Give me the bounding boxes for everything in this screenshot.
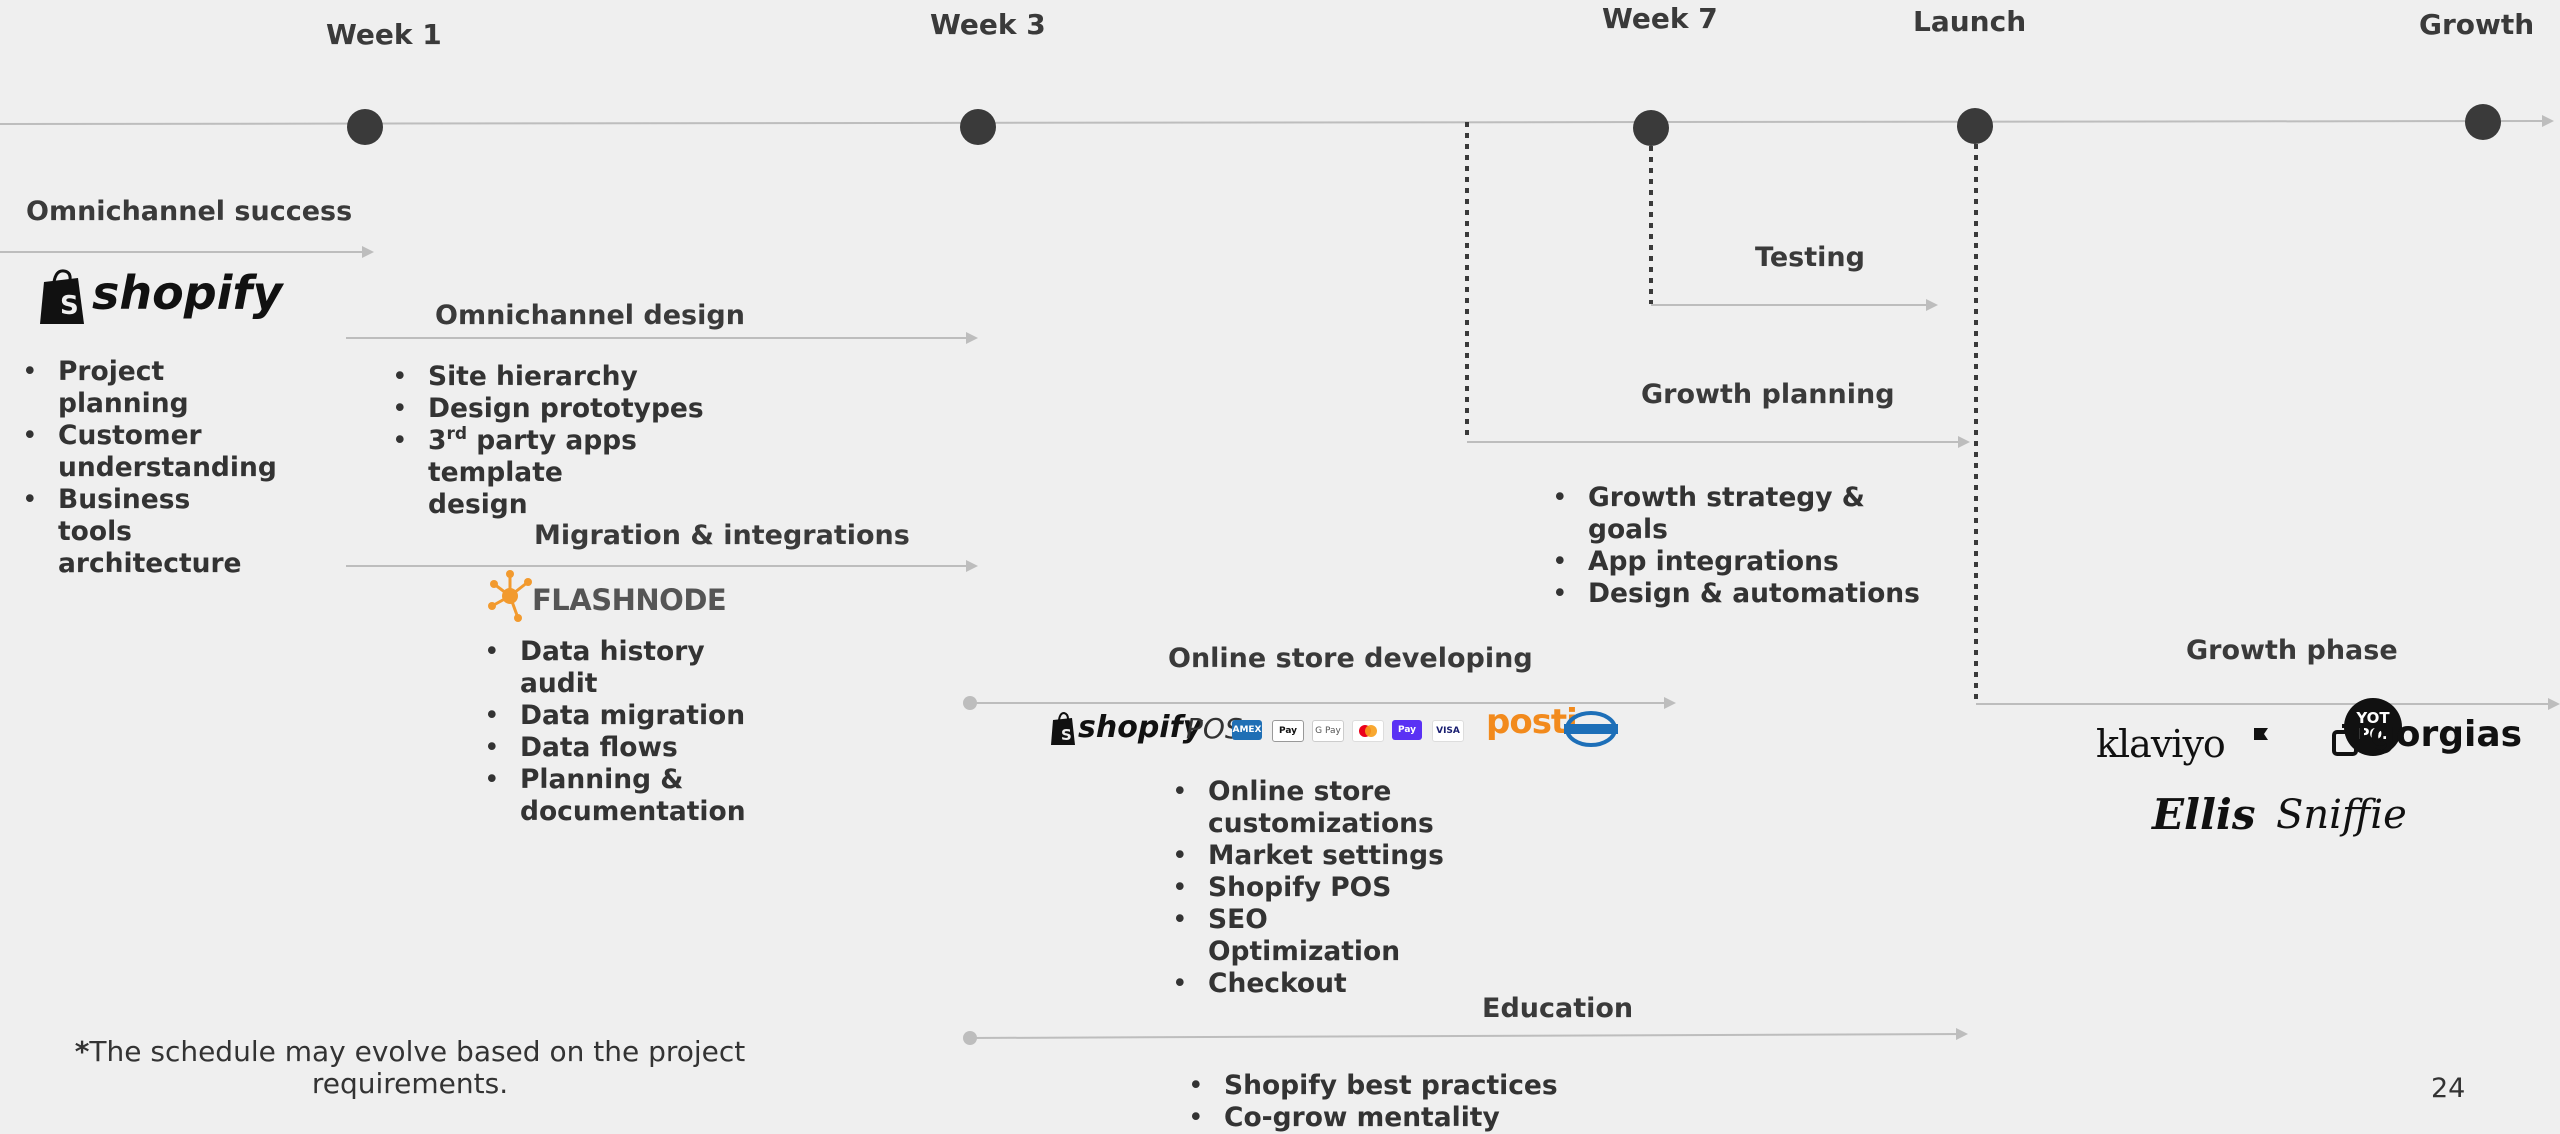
list-item-ordinal-suffix: rd [446, 424, 468, 445]
growth-brand-logos: klaviyo YOT PO. gorgias [2096, 698, 2522, 864]
list-item: Online store customizations [1172, 776, 1438, 840]
shopify-logo: S shopify [38, 266, 282, 328]
online-store-logos: S shopify POS AMEX Pay G Pay Pay VISA po… [1050, 702, 1630, 754]
amex-icon: AMEX [1232, 720, 1262, 740]
section-title-education: Education [1482, 993, 1634, 1024]
list-item: Project planning [22, 356, 292, 420]
list-item-rest: party apps template design [428, 425, 637, 520]
milestone-growth: Growth [2419, 8, 2535, 41]
page-number: 24 [2431, 1073, 2466, 1104]
ellis-logo: Ellis [2152, 790, 2256, 839]
list-migration: Data history audit Data migration Data f… [484, 636, 784, 828]
sniffie-logo: Sniffie [2276, 792, 2407, 838]
list-omnichannel-success: Project planning Customer understanding … [22, 356, 292, 580]
section-title-omnichannel-success: Omnichannel success [26, 196, 353, 227]
matkahuolto-logo-icon [1564, 711, 1618, 747]
mastercard-icon [1352, 720, 1384, 742]
section-title-growth-phase: Growth phase [2186, 635, 2398, 666]
shopify-bag-icon: S [40, 269, 84, 324]
milestone-week3: Week 3 [930, 8, 1046, 41]
section-title-testing: Testing [1755, 242, 1865, 273]
list-item-ordinal: 3 [428, 425, 447, 456]
node-week7 [1633, 110, 1669, 146]
section-title-online-store: Online store developing [1168, 643, 1533, 674]
list-item: Site hierarchy [392, 361, 712, 393]
list-item: Growth strategy & goals [1552, 482, 1952, 546]
flashnode-wordmark: FLASHNODE [532, 583, 727, 617]
google-pay-icon: G Pay [1312, 720, 1344, 742]
list-item: Shopify POS [1172, 872, 1452, 904]
gorgias-logo-icon [2332, 724, 2364, 756]
schedule-note: *The schedule may evolve based on the pr… [70, 1036, 750, 1100]
list-item: Planning & documentation [484, 764, 746, 828]
milestone-week7: Week 7 [1602, 2, 1718, 35]
list-item: Business tools architecture [22, 484, 268, 580]
list-item: Checkout [1172, 968, 1452, 1000]
svg-text:S: S [1061, 726, 1072, 744]
section-title-migration: Migration & integrations [534, 520, 910, 551]
node-week1 [347, 109, 383, 145]
list-item: Design & automations [1552, 578, 1952, 610]
section-title-omnichannel-design: Omnichannel design [435, 300, 745, 331]
list-item: SEO Optimization [1172, 904, 1452, 968]
node-launch [1957, 108, 1993, 144]
apple-pay-icon: Pay [1272, 720, 1304, 742]
list-item: Data history audit [484, 636, 784, 700]
list-item: 3rd party apps template design [392, 425, 668, 521]
list-growth-planning: Growth strategy & goals App integrations… [1552, 482, 1952, 610]
list-item: Data flows [484, 732, 784, 764]
list-item: Data migration [484, 700, 784, 732]
posti-logo: posti [1486, 702, 1578, 742]
schedule-note-text: The schedule may evolve based on the pro… [89, 1035, 746, 1100]
shopify-wordmark: shopify [92, 266, 283, 320]
list-item: Market settings [1172, 840, 1452, 872]
milestone-launch: Launch [1913, 5, 2027, 38]
flashnode-spark-icon [488, 570, 532, 622]
list-item: App integrations [1552, 546, 1952, 578]
gorgias-logo: gorgias [2370, 714, 2523, 755]
schedule-note-asterisk: * [74, 1035, 90, 1068]
klaviyo-flag-icon [2254, 728, 2268, 740]
mastercard-circles [1359, 725, 1377, 737]
shopify-pos-bag-icon: S [1051, 712, 1075, 745]
list-education: Shopify best practices Co-grow mentality [1188, 1070, 1568, 1134]
section-title-growth-planning: Growth planning [1641, 379, 1895, 410]
visa-icon: VISA [1432, 720, 1464, 742]
svg-text:S: S [60, 291, 79, 321]
list-item: Design prototypes [392, 393, 712, 425]
list-omnichannel-design: Site hierarchy Design prototypes 3rd par… [392, 361, 712, 521]
list-item: Shopify best practices [1188, 1070, 1568, 1102]
klaviyo-logo: klaviyo [2096, 722, 2226, 766]
arrow-education [969, 1028, 1968, 1041]
flashnode-logo: FLASHNODE [488, 570, 727, 626]
list-online-store: Online store customizations Market setti… [1172, 776, 1452, 1000]
main-timeline [0, 115, 2554, 128]
list-item: Co-grow mentality [1188, 1102, 1568, 1134]
node-growth [2465, 104, 2501, 140]
milestone-week1: Week 1 [326, 18, 442, 51]
shopify-pos-wordmark: shopify [1078, 710, 1203, 745]
shop-pay-icon: Pay [1392, 720, 1422, 740]
list-item: Customer understanding [22, 420, 277, 484]
node-week3 [960, 109, 996, 145]
